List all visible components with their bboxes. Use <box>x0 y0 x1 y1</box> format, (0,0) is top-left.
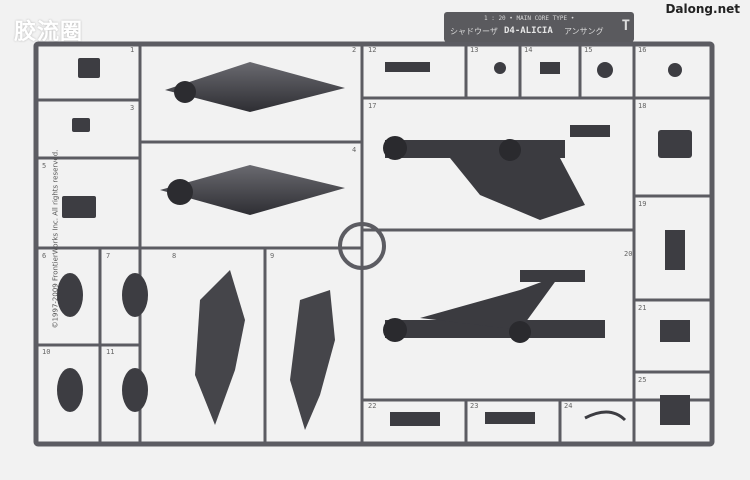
part-13 <box>494 62 506 74</box>
part-12 <box>385 62 430 72</box>
tag-scale-line: 1 : 20 • MAIN CORE TYPE • <box>484 15 575 22</box>
part-number: 3 <box>130 104 135 112</box>
part-number: 10 <box>42 348 51 356</box>
wing-part-left <box>195 270 245 425</box>
part-number: 5 <box>42 162 47 170</box>
part-number: 15 <box>584 46 593 54</box>
copyright-block: ©1997-2009 FrontierWorks Inc. All rights… <box>6 150 59 329</box>
watermark-right: Dalong.net <box>665 2 740 16</box>
part-19 <box>665 230 685 270</box>
part-14 <box>540 62 560 74</box>
part-16 <box>668 63 682 77</box>
part-6 <box>57 273 83 317</box>
wing-part-right <box>290 290 335 430</box>
part-3 <box>72 118 90 132</box>
runner-grid <box>38 46 712 442</box>
part-number: 8 <box>172 252 177 260</box>
part-21 <box>660 320 690 342</box>
copyright-text: ©1997-2009 FrontierWorks Inc. All rights… <box>51 149 60 329</box>
rifle-upper <box>383 125 610 220</box>
part-number: 12 <box>368 46 377 54</box>
part-number: 14 <box>524 46 533 54</box>
part-15 <box>597 62 613 78</box>
part-number: 23 <box>470 402 479 410</box>
part-7 <box>122 273 148 317</box>
rifle-lower <box>383 270 605 343</box>
part-5 <box>62 196 96 218</box>
part-number: 7 <box>106 252 111 260</box>
part-number: 4 <box>352 146 357 154</box>
runner-tag: 1 : 20 • MAIN CORE TYPE • シャドウーザ D4-ALIC… <box>444 12 634 42</box>
part-11 <box>122 368 148 412</box>
part-number: 11 <box>106 348 115 356</box>
part-number: 17 <box>368 102 377 110</box>
tag-letter: T <box>621 18 630 34</box>
part-18 <box>658 130 692 158</box>
part-number: 19 <box>638 200 647 208</box>
part-10 <box>57 368 83 412</box>
tag-model: D4-ALICIA <box>504 26 553 36</box>
runner-frame <box>33 41 715 447</box>
watermark-left: 胶流圈 <box>14 20 84 45</box>
part-number: 20 <box>624 250 633 258</box>
part-24 <box>584 410 627 422</box>
part-25 <box>660 395 690 425</box>
part-number: 1 <box>130 46 135 54</box>
part-number: 21 <box>638 304 647 312</box>
part-22 <box>390 412 440 426</box>
part-23 <box>485 412 535 424</box>
tag-left-text: シャドウーザ <box>450 27 498 36</box>
tag-right-text: アンサング <box>564 27 604 36</box>
part-number: 6 <box>42 252 47 260</box>
part-number: 13 <box>470 46 479 54</box>
part-number: 2 <box>352 46 357 54</box>
part-1 <box>78 58 100 78</box>
runner-ring <box>338 222 386 270</box>
part-number: 9 <box>270 252 275 260</box>
pod-part-lower <box>160 165 345 215</box>
part-number: 25 <box>638 376 647 384</box>
pod-part-upper <box>165 62 345 112</box>
part-number: 22 <box>368 402 377 410</box>
part-number: 18 <box>638 102 647 110</box>
part-number: 24 <box>564 402 573 410</box>
part-number: 16 <box>638 46 647 54</box>
